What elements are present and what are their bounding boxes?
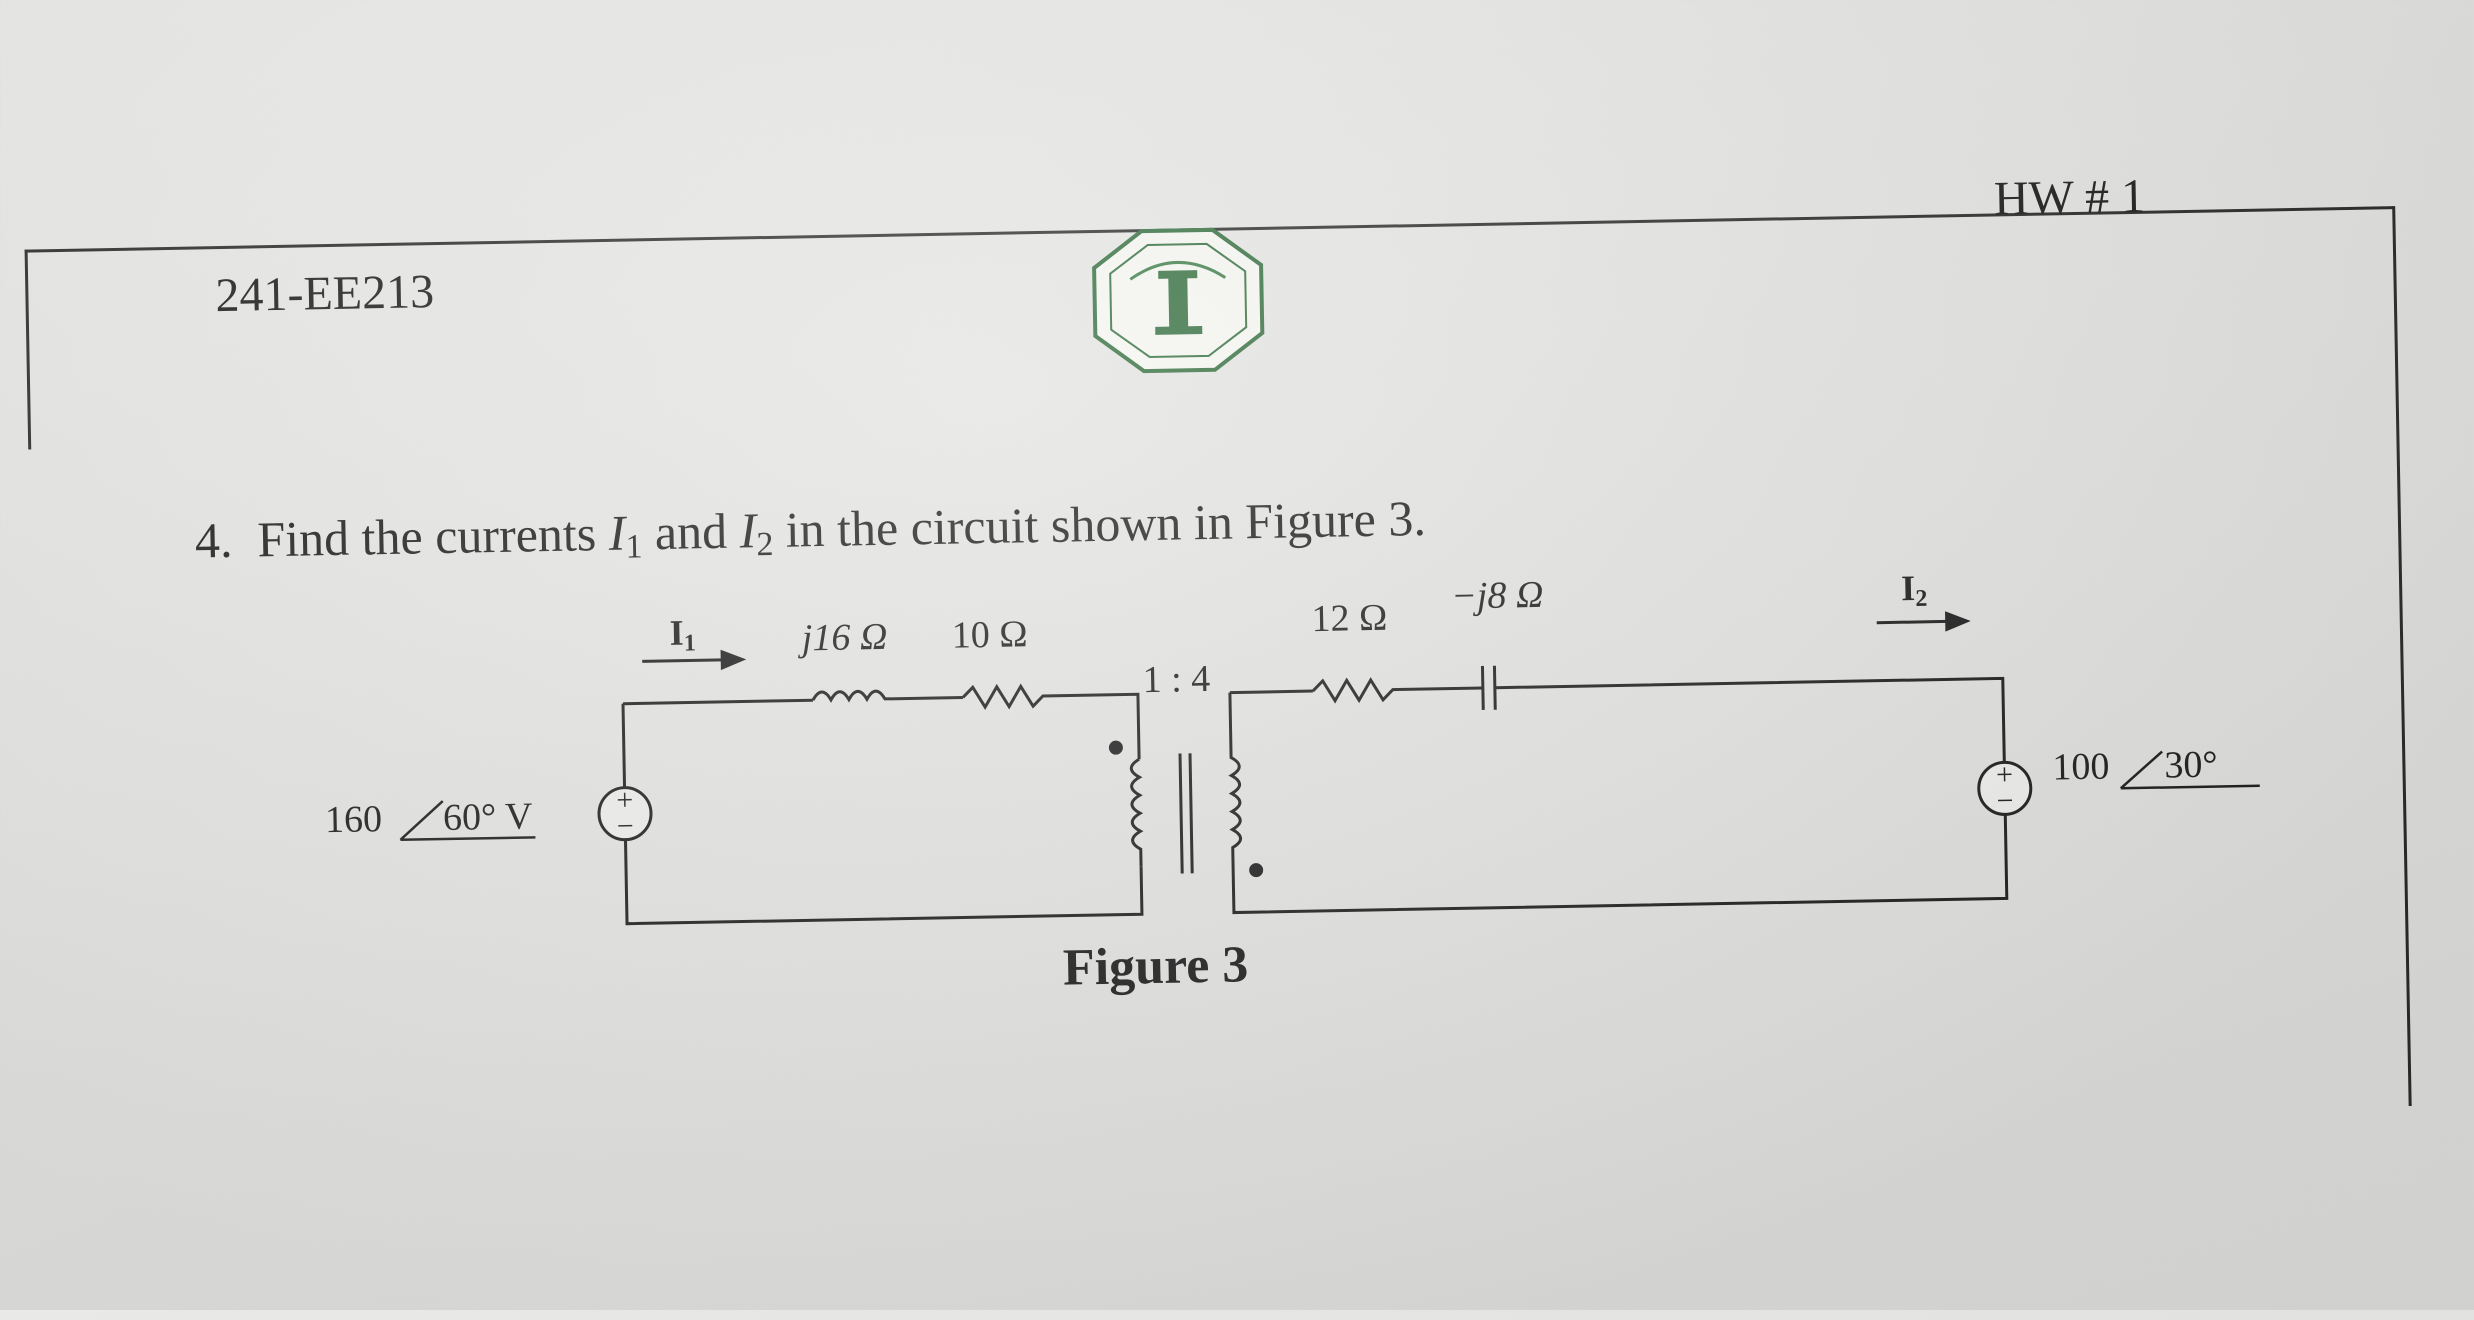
problem-number: 4. [194, 511, 233, 569]
current2-label: I2 [1901, 568, 1928, 612]
resistor2-label: 12 Ω [1311, 597, 1388, 640]
circuit-diagram: + − + − I1 j16 Ω 10 Ω 1 : 4 12 Ω −j8 Ω I… [325, 568, 2260, 926]
problem-text-mid: and [654, 502, 728, 561]
current-sub-1: 1 [625, 528, 643, 566]
current2-arrow-icon [1876, 619, 1947, 625]
resistor-12 [1311, 677, 1483, 704]
source2-minus: − [1996, 784, 2014, 817]
voltage-source-1 [597, 786, 653, 842]
problem-text-after: in the circuit shown in Figure 3. [785, 489, 1427, 558]
source1-minus: − [616, 810, 634, 843]
turns-ratio-label: 1 : 4 [1142, 658, 1210, 701]
voltage-source-2 [1977, 760, 2033, 816]
transformer-core-line-1 [1178, 753, 1184, 874]
inductor-j16 [811, 689, 963, 703]
current1-arrow-icon [642, 658, 723, 663]
left-wire-top [622, 698, 813, 706]
resistor1-label: 10 Ω [951, 613, 1028, 656]
current1-label: I1 [669, 612, 696, 656]
university-seal-icon [1092, 227, 1265, 374]
source2-angle: 30° [2164, 743, 2218, 786]
source2-angle-symbol-icon [2119, 750, 2260, 790]
current2-arrow-head-icon [1945, 611, 1971, 632]
current-var-1: I [608, 504, 626, 561]
inductor-label: j16 Ω [796, 616, 887, 660]
course-code: 241-EE213 [214, 265, 435, 323]
figure-caption: Figure 3 [1062, 936, 1249, 997]
source1-magnitude: 160 [325, 798, 383, 841]
problem-statement: 4. Find the currents I1 and I2 in the ci… [194, 489, 1426, 575]
transformer-core-line-2 [1188, 753, 1194, 874]
capacitor-label: −j8 Ω [1451, 574, 1544, 618]
frame-left-line [24, 249, 32, 450]
secondary-dot [1249, 863, 1264, 878]
source2-magnitude: 100 [2052, 745, 2110, 788]
right-wire-top-b [1494, 676, 2006, 763]
frame-right-line [2392, 206, 2412, 1107]
source2-plus: + [1996, 758, 2014, 791]
problem-text-before: Find the currents [256, 505, 597, 568]
capacitor-plate-1 [1480, 665, 1485, 710]
primary-dot [1108, 740, 1123, 755]
source1-angle-symbol-icon [399, 800, 536, 842]
transformer-primary-coil [1129, 757, 1144, 867]
hw-number: HW # 1 [1993, 169, 2146, 226]
source1-plus: + [616, 784, 634, 817]
current1-arrow-head-icon [720, 649, 747, 671]
current-sub-2: 2 [756, 525, 774, 564]
source1-angle: 60° V [443, 795, 534, 839]
left-wire-left [621, 703, 1144, 926]
right-wire-top [1229, 689, 1313, 695]
transformer-secondary-coil [1228, 692, 2009, 915]
current-var-2: I [739, 502, 757, 559]
resistor-10 [961, 683, 1141, 760]
